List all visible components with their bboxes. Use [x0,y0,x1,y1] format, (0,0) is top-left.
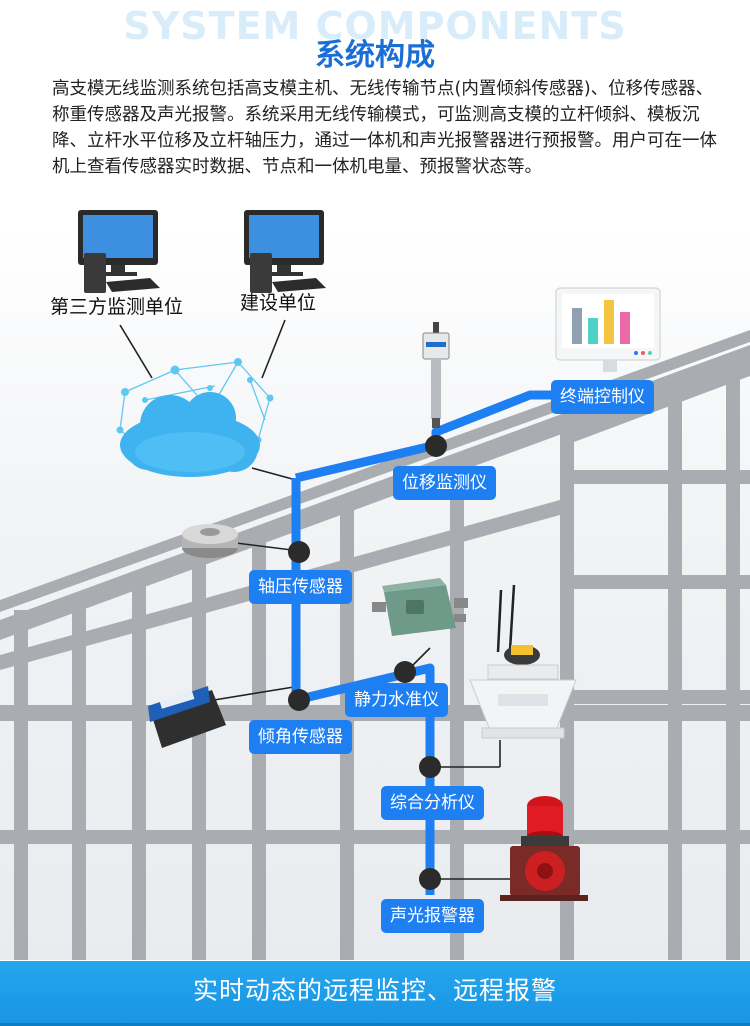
header-watermark: SYSTEM COMPONENTS [123,4,627,48]
page-title: 系统构成 [315,38,435,73]
network-nodes [288,435,447,890]
computer-icon-third-party [78,210,160,293]
analyzer-label: 综合分析仪 [381,786,484,820]
level-gauge-icon [372,578,468,636]
tilt-label: 倾角传感器 [249,720,352,754]
terminal-display-icon [555,287,661,372]
system-description: 高支模无线监测系统包括高支模主机、无线传输节点(内置倾斜传感器)、位移传感器、称… [52,79,717,177]
node-analyzer [419,756,441,778]
displacement-sensor-icon [422,322,450,428]
node-tilt [288,689,310,711]
scaffold-structure [0,330,750,960]
level-label: 静力水准仪 [345,683,448,717]
alarm-icon [500,796,588,901]
axial-label: 轴压传感器 [249,570,352,604]
analyzer-icon [469,584,577,739]
alarm-label: 声光报警器 [381,899,484,933]
cloud-icon [120,392,260,477]
node-axial [288,541,310,563]
cloud-network [116,358,274,477]
node-level [394,661,416,683]
node-alarm [419,868,441,890]
terminal-label: 终端控制仪 [551,380,654,414]
builder-label: 建设单位 [240,292,317,314]
tilt-sensor-icon [148,686,226,748]
computer-icon-builder [244,210,326,293]
displacement-label: 位移监测仪 [393,466,496,500]
axial-sensor-icon [182,524,238,558]
third-party-label: 第三方监测单位 [50,296,184,318]
node-displacement [425,435,447,457]
footer-slogan: 实时动态的远程监控、远程报警 [0,961,750,1026]
